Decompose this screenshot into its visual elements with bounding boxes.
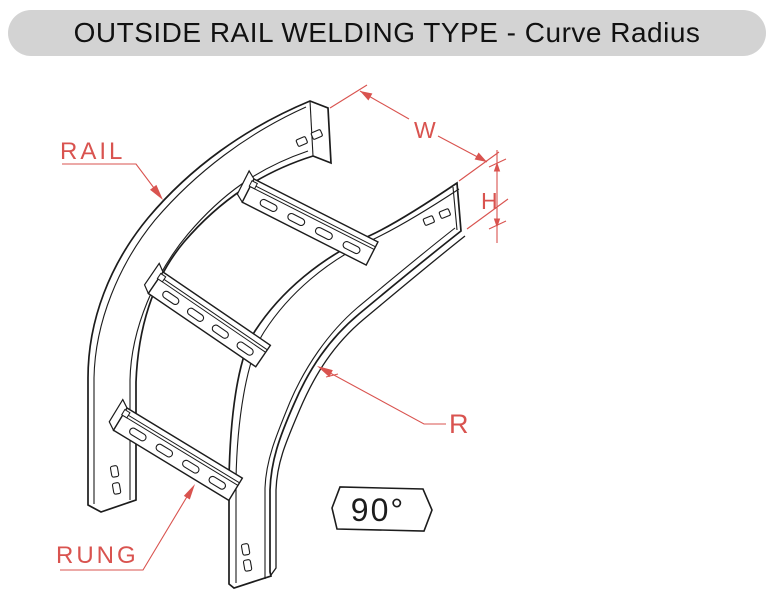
rung-arrowhead	[183, 484, 195, 500]
rung-leader-line	[60, 489, 192, 571]
width-label: W	[414, 117, 436, 143]
h-arrowhead-top	[493, 162, 501, 172]
rung-bottom	[108, 398, 244, 502]
rung-slot	[186, 307, 205, 322]
inner-rail-right-fold	[264, 227, 456, 579]
inner-rail-bottom-slot	[240, 543, 251, 556]
w-extension-line-right	[458, 151, 500, 182]
w-arrowhead-right	[474, 152, 487, 162]
annotations: RAIL RUNG R W	[56, 84, 509, 571]
rung-slot	[211, 324, 229, 339]
width-dimension: W	[329, 84, 500, 182]
inner-rail-bottom-slot	[242, 559, 253, 572]
rung-slot	[287, 212, 306, 227]
rung-slot	[259, 198, 278, 213]
rail-arrowhead	[150, 184, 163, 200]
title-bar: OUTSIDE RAIL WELDING TYPE - Curve Radius	[8, 10, 766, 56]
rail-leader-line	[62, 163, 161, 197]
w-arrowhead-left	[360, 91, 373, 101]
rung-slot	[155, 443, 174, 458]
outer-rail-bottom-slot	[109, 465, 120, 478]
rung-notch	[121, 408, 131, 419]
rung-top	[236, 169, 379, 267]
inner-rail-end-face-edge	[452, 186, 458, 231]
rung-slot	[342, 241, 361, 255]
outer-rail-top-slot	[295, 136, 308, 147]
inner-rail-top-slot	[438, 208, 451, 219]
rung-notch	[248, 180, 259, 190]
outer-rail-outer-fold	[93, 106, 307, 504]
outer-rail-inner-fold	[129, 150, 309, 500]
rung-slot	[162, 290, 180, 306]
page-title: OUTSIDE RAIL WELDING TYPE - Curve Radius	[73, 17, 701, 48]
outer-rail-top-slot	[310, 129, 323, 140]
rung-fold-lines	[122, 412, 240, 486]
inner-rail-flange-return	[270, 235, 466, 576]
rung-fold-lines	[157, 276, 268, 353]
radius-arrowhead	[317, 366, 333, 378]
height-dimension: H	[466, 150, 509, 243]
outer-rail-bottom-slot	[111, 482, 122, 495]
h-arrowhead-bottom	[493, 218, 501, 228]
h-extension-line-bottom	[466, 198, 509, 230]
radius-leader-line	[320, 367, 446, 425]
radius-arrowhead-tick	[325, 373, 339, 378]
angle-label: 90°	[351, 492, 405, 528]
rung-notch	[156, 272, 167, 283]
rung-slot	[314, 226, 333, 241]
rung-fold-lines	[249, 183, 376, 250]
rail-label: RAIL	[60, 138, 125, 165]
inner-rail-top-slot	[422, 215, 435, 226]
rung-slot	[236, 341, 254, 356]
rung-slot	[208, 475, 227, 490]
angle-badge-hexagon	[331, 486, 433, 532]
rung-middle	[143, 262, 272, 368]
height-label: H	[481, 188, 498, 214]
rung-slot	[129, 427, 147, 442]
angle-badge: 90°	[331, 486, 433, 532]
radius-label: R	[449, 409, 470, 439]
inner-rail-left-fold	[235, 188, 460, 583]
outer-rail-end-face-edge	[309, 100, 314, 157]
rung-label: RUNG	[56, 542, 139, 569]
w-extension-line-left	[329, 84, 368, 109]
inner-rail	[228, 181, 466, 589]
rung-slot	[182, 459, 200, 474]
outer-rail	[87, 100, 332, 513]
